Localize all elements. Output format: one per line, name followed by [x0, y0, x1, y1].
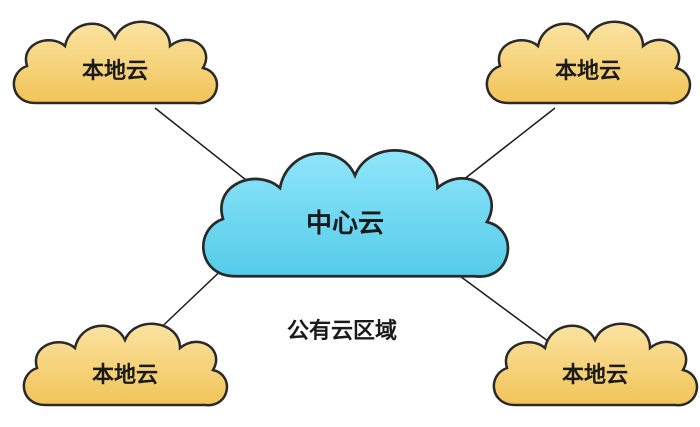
local-cloud-bottom-right: 本地云: [492, 322, 699, 407]
center-cloud-label: 中心云: [306, 209, 384, 239]
local-cloud-label: 本地云: [92, 363, 158, 388]
region-label: 公有云区域: [287, 318, 397, 344]
local-cloud-label: 本地云: [555, 59, 621, 84]
edge-bottom-right: [444, 264, 561, 351]
local-cloud-label: 本地云: [82, 59, 148, 84]
local-cloud-top-left: 本地云: [12, 20, 219, 105]
local-cloud-bottom-left: 本地云: [22, 322, 229, 407]
local-cloud-label: 本地云: [562, 363, 628, 388]
local-cloud-top-right: 本地云: [485, 20, 692, 105]
